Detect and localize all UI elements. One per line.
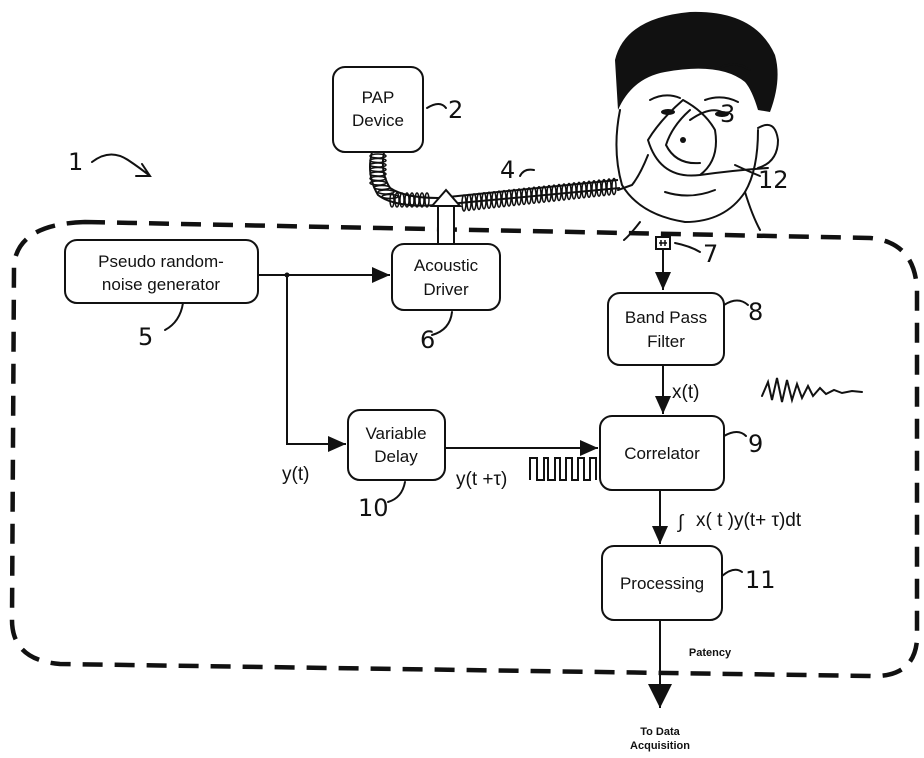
hose-ref-hook	[519, 168, 535, 177]
processing-box	[601, 545, 723, 621]
mask-ref: 3	[720, 100, 735, 128]
signal-y: y(t)	[282, 464, 309, 485]
strap-ref: 12	[758, 166, 789, 194]
acoustic-driver-ref: 6	[420, 326, 435, 354]
noise-generator-label-1: Pseudo random-	[98, 252, 224, 271]
variable-delay-box	[347, 409, 446, 481]
pap-device-ref: 2	[448, 96, 463, 124]
microphone-ref: 7	[703, 240, 718, 268]
variable-delay-ref: 10	[358, 494, 389, 522]
pap-device-label-2: Device	[352, 111, 404, 130]
correlator-ref: 9	[748, 430, 763, 458]
processing-label: Processing	[620, 574, 704, 593]
driver-stem	[437, 205, 455, 245]
pap-ref-hook	[426, 103, 447, 109]
face-illustration	[615, 11, 780, 241]
pulse-train-icon	[529, 457, 597, 481]
noise-ref-hook	[164, 302, 184, 331]
variable-delay-label-1: Variable	[365, 424, 426, 443]
hose-ref: 4	[500, 156, 515, 184]
mask-ref-hook	[689, 109, 723, 121]
hose-coil-icon	[369, 151, 621, 212]
correlator-label: Correlator	[624, 444, 700, 463]
output-label-2: Acquisition	[630, 740, 690, 752]
noise-waveform-icon	[761, 377, 863, 404]
strap-ref-hook	[734, 164, 761, 177]
variable-delay-label-2: Delay	[374, 447, 418, 466]
band-pass-filter-ref: 8	[748, 298, 763, 326]
acoustic-driver-label-2: Driver	[423, 280, 469, 299]
filter-ref-hook	[723, 299, 749, 306]
band-pass-filter-label-2: Filter	[647, 332, 685, 351]
signal-x: x(t)	[672, 382, 699, 403]
signal-integral: x( t )y(t+ τ)dt	[696, 510, 802, 531]
delay-ref-hook	[387, 481, 406, 503]
system-ref-arrow	[91, 153, 152, 177]
system-ref-label: 1	[68, 148, 83, 176]
band-pass-filter-box	[607, 292, 725, 366]
correlator-ref-hook	[723, 431, 747, 437]
pap-device-label-1: PAP	[362, 88, 395, 107]
correlator-box	[599, 415, 725, 491]
system-boundary	[9, 219, 920, 679]
band-pass-filter-label-1: Band Pass	[625, 308, 707, 327]
processing-ref: 11	[745, 566, 776, 594]
noise-generator-box	[64, 239, 259, 304]
integral-symbol: ∫	[677, 512, 685, 533]
pap-device-box	[332, 66, 424, 153]
acoustic-driver-box	[391, 243, 501, 311]
processing-ref-hook	[721, 568, 743, 577]
signal-y-delayed: y(t +τ)	[456, 469, 507, 490]
driver-ref-hook	[431, 311, 453, 336]
output-label-1: To Data	[640, 726, 680, 738]
noise-generator-label-2: noise generator	[102, 275, 220, 294]
mic-ref-hook	[674, 242, 701, 253]
noise-generator-ref: 5	[138, 323, 153, 351]
patency-label: Patency	[689, 647, 732, 659]
acoustic-driver-label-1: Acoustic	[414, 256, 479, 275]
